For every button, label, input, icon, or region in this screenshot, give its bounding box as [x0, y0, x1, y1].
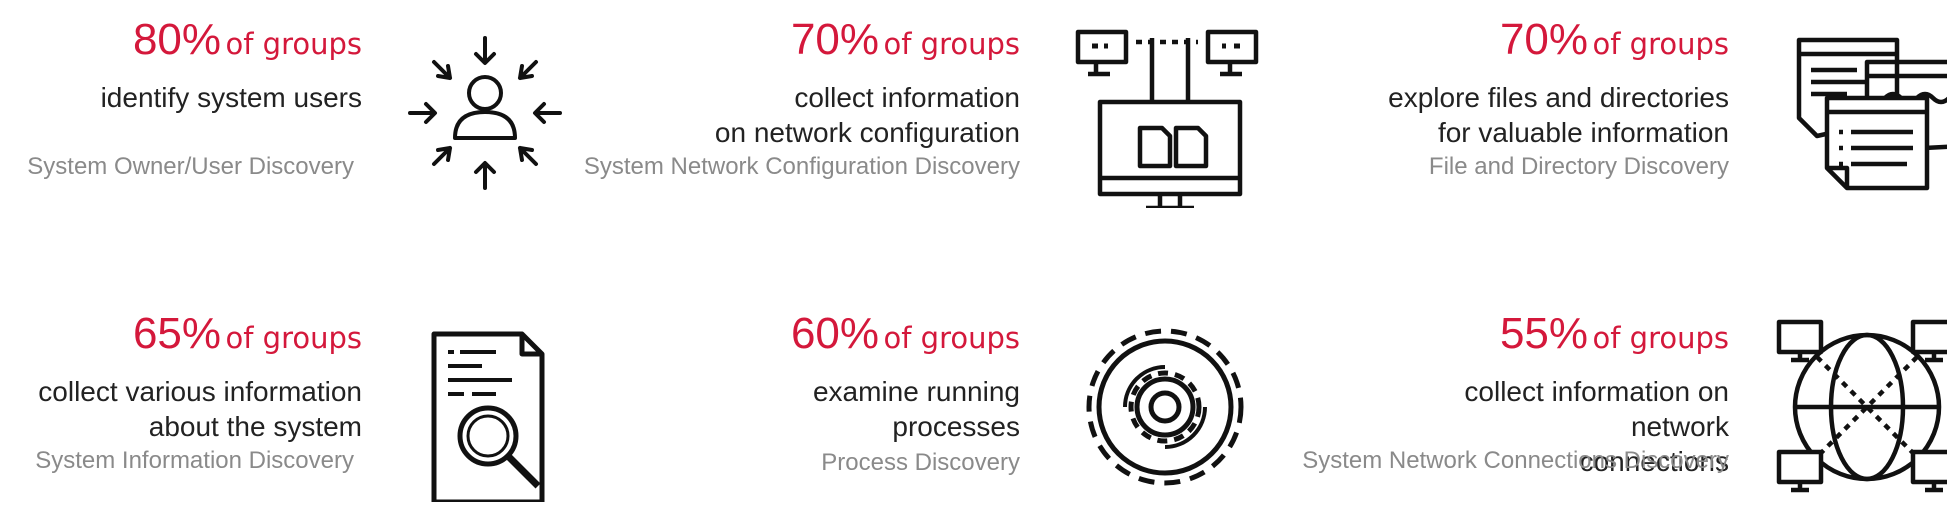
stat-description: examine running processes: [812, 376, 1020, 442]
globe-network-icon: [1767, 312, 1947, 502]
stat-card-network-connections: 55% of groups collect information on net…: [1302, 312, 1947, 532]
stat-card-process: 60% of groups examine running processes …: [680, 312, 1260, 532]
network-configuration-icon: [1070, 18, 1270, 211]
stat-text: 70% of groups collect information on net…: [715, 18, 1020, 150]
stat-percent: 60% of groups: [790, 309, 1020, 358]
stat-category: File and Directory Discovery: [1428, 153, 1729, 180]
stat-card-file-directory: 70% of groups explore files and director…: [1367, 18, 1947, 238]
user-discovery-icon: [390, 18, 580, 208]
stat-percent: 65% of groups: [132, 309, 362, 358]
stat-category: System Owner/User Discovery: [27, 153, 354, 180]
documents-icon: [1767, 18, 1947, 208]
gear-icon: [1070, 312, 1260, 502]
stat-text: 60% of groups examine running processes: [791, 312, 1020, 444]
stat-card-user-discovery: 80% of groups identify system users Syst…: [0, 18, 580, 238]
stat-percent: 80% of groups: [132, 15, 362, 64]
stat-category: System Network Configuration Discovery: [583, 153, 1020, 180]
stat-percent: 70% of groups: [790, 15, 1020, 64]
stat-category: Process Discovery: [821, 449, 1020, 476]
stat-text: 65% of groups collect various informatio…: [38, 312, 362, 444]
stat-percent: 70% of groups: [1499, 15, 1729, 64]
stat-description: explore files and directories for valuab…: [1388, 82, 1729, 148]
stat-percent: 55% of groups: [1499, 309, 1729, 358]
stat-text: 70% of groups explore files and director…: [1388, 18, 1729, 150]
stat-description: collect various information about the sy…: [38, 376, 362, 442]
stat-text: 80% of groups identify system users: [101, 18, 362, 115]
stat-description: identify system users: [100, 82, 362, 113]
document-search-icon: [390, 312, 580, 505]
stat-category: System Network Connections Discovery: [1302, 447, 1729, 474]
stat-card-system-information: 65% of groups collect various informatio…: [0, 312, 580, 532]
stat-category: System Information Discovery: [35, 447, 354, 474]
stat-description: collect information on network configura…: [714, 82, 1020, 148]
stat-description: collect information on network connectio…: [1464, 376, 1729, 477]
stat-text: 55% of groups collect information on net…: [1367, 312, 1729, 479]
stat-card-network-configuration: 70% of groups collect information on net…: [584, 18, 1260, 238]
